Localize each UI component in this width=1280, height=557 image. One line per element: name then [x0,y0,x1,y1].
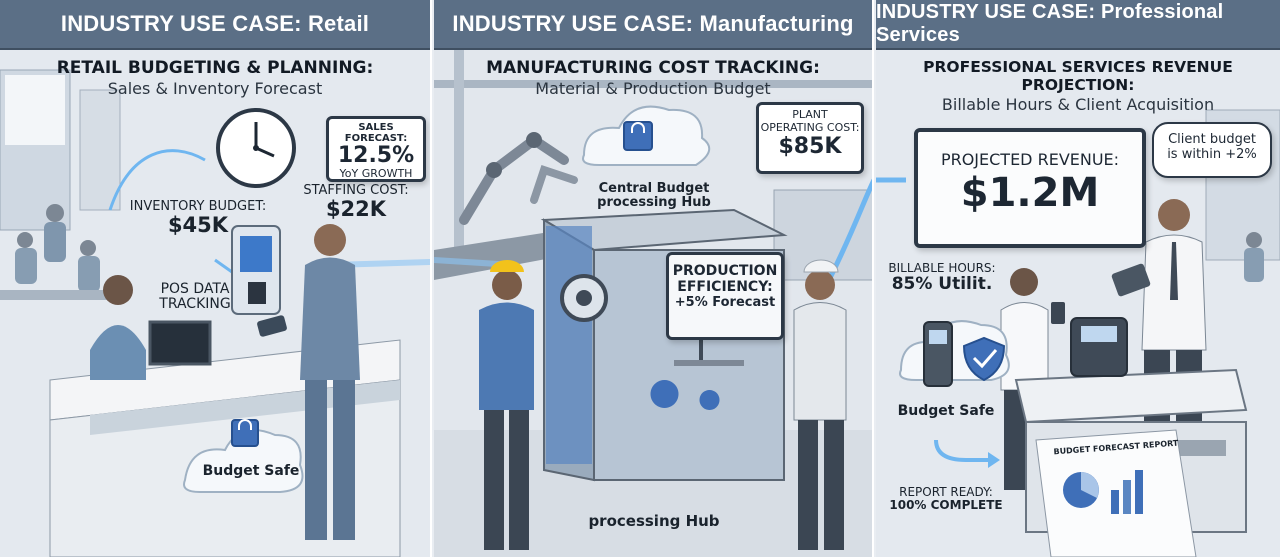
retail-subtitle: Sales & Inventory Forecast [107,79,323,98]
sales-forecast-value: 12.5% [337,143,415,168]
professional-subtitle: Billable Hours & Client Acquisition [941,95,1215,114]
client-bubble-line-1: Client budget [1168,132,1256,147]
clock-icon [216,108,296,188]
central-hub-label: Central Budget processing Hub [584,181,724,211]
retail-heading: RETAIL BUDGETING & PLANNING: Sales & Inv… [0,58,430,98]
inventory-budget: INVENTORY BUDGET: $45K [128,199,268,238]
plant-cost-line-1: PLANT [792,108,828,121]
professional-heading: PROFESSIONAL SERVICES REVENUE PROJECTION… [876,58,1280,114]
manufacturing-panel: INDUSTRY USE CASE: Manufacturing [434,0,874,557]
pos-line-1: POS DATA [160,281,230,297]
plant-cost-value: $85K [778,134,842,160]
plant-cost-line-2: OPERATING COST: [760,120,860,134]
efficiency-line-1: PRODUCTION [672,263,778,279]
projected-revenue-label: PROJECTED REVENUE: [940,150,1120,169]
retail-title: RETAIL BUDGETING & PLANNING: [56,58,374,78]
professional-services-panel: INDUSTRY USE CASE: Professional Services [876,0,1280,557]
staffing-cost-label: STAFFING COST: [303,183,409,198]
professional-title: PROFESSIONAL SERVICES REVENUE PROJECTION… [923,58,1233,94]
client-bubble-line-2: is within +2% [1167,147,1257,162]
sales-forecast-card: SALES FORECAST: 12.5% YoY GROWTH [326,116,426,182]
report-ready: REPORT READY: 100% COMPLETE [876,485,1016,513]
processing-hub-footer: processing Hub [588,512,720,530]
manufacturing-banner: INDUSTRY USE CASE: Manufacturing [434,0,872,50]
retail-banner: INDUSTRY USE CASE: Retail [0,0,430,50]
manufacturing-heading: MANUFACTURING COST TRACKING: Material & … [434,58,872,98]
production-efficiency-screen: PRODUCTION EFFICIENCY: +5% Forecast [666,252,784,340]
pos-line-2: TRACKING [159,296,231,313]
professional-budget-safe: Budget Safe [897,403,995,419]
plant-operating-cost-card: PLANT OPERATING COST: $85K [756,102,864,174]
efficiency-line-3: +5% Forecast [674,295,776,311]
staffing-cost-value: $22K [325,197,387,222]
hub-line-1: Central Budget [598,181,710,196]
sales-forecast-heading: SALES FORECAST: [344,122,408,144]
report-ready-line-2: 100% COMPLETE [889,498,1003,513]
projected-revenue-value: $1.2M [960,170,1100,216]
manufacturing-title: MANUFACTURING COST TRACKING: [486,58,820,78]
retail-budget-safe: Budget Safe [202,463,300,479]
billable-line-2: 85% Utilit. [891,274,993,295]
retail-panel: INDUSTRY USE CASE: Retail [0,0,432,557]
report-ready-line-1: REPORT READY: [899,485,993,499]
professional-banner: INDUSTRY USE CASE: Professional Services [876,0,1280,50]
billable-hours: BILLABLE HOURS: 85% Utilit. [880,261,1004,295]
hub-line-2: processing Hub [597,195,711,211]
staffing-cost: STAFFING COST: $22K [296,183,416,222]
pos-data-tracking: POS DATA TRACKING [150,281,240,313]
billable-line-1: BILLABLE HOURS: [888,261,996,275]
projected-revenue-screen: PROJECTED REVENUE: $1.2M [914,128,1146,248]
client-budget-bubble: Client budget is within +2% [1152,122,1272,178]
efficiency-line-2: EFFICIENCY: [677,279,773,296]
inventory-budget-label: INVENTORY BUDGET: [129,199,267,214]
manufacturing-subtitle: Material & Production Budget [535,79,771,98]
sales-forecast-caption: YoY GROWTH [339,167,413,181]
inventory-budget-value: $45K [167,213,229,238]
